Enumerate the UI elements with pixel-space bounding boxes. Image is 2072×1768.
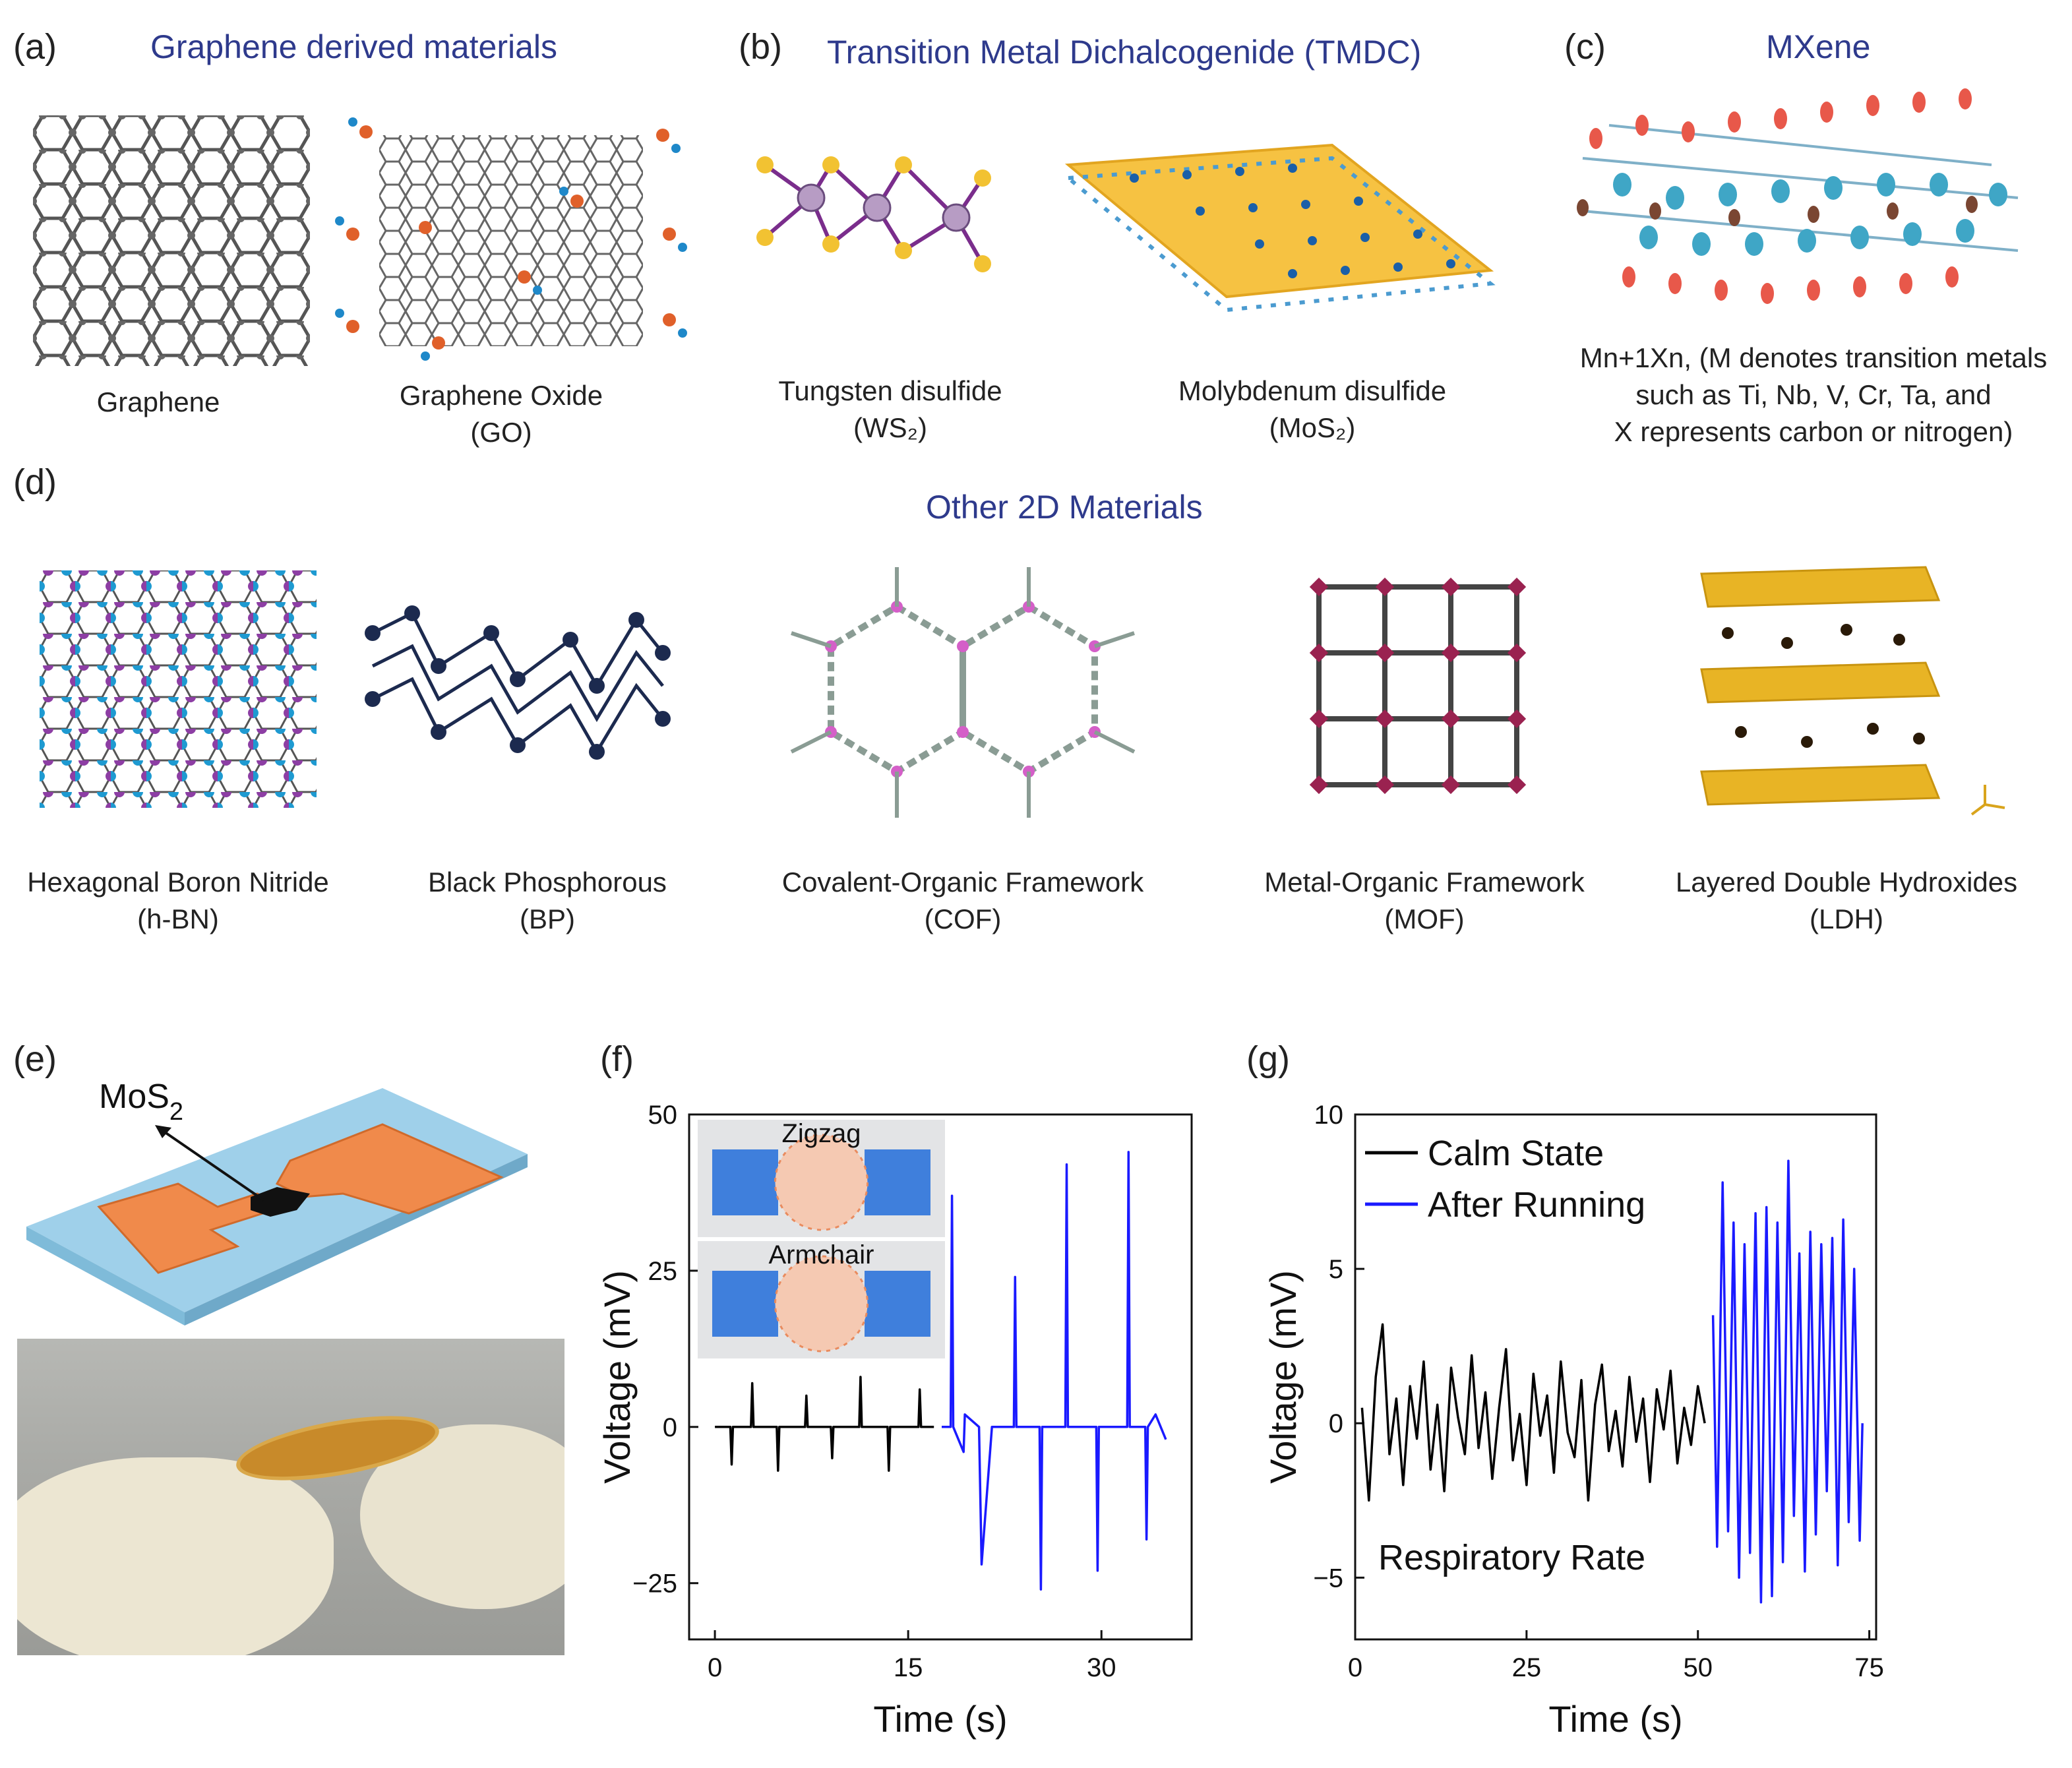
mos2-flake (774, 1134, 868, 1231)
graphene-caption: Graphene (96, 386, 220, 417)
x-axis-label: Time (s) (1548, 1698, 1682, 1740)
cof-caption: Covalent-Organic Framework(COF) (781, 867, 1144, 934)
ws2-structure-illustration (756, 156, 991, 272)
contact-left (712, 1271, 778, 1337)
mos2-device-schematic: MoS2 (26, 1078, 528, 1326)
series-line-0 (1360, 1323, 1706, 1502)
y-tick-label: −25 (632, 1570, 677, 1599)
contact-left (712, 1149, 778, 1215)
armchair-label: Armchair (768, 1240, 874, 1269)
y-axis-label: Voltage (mV) (1262, 1270, 1304, 1484)
mxene-structure-illustration (1577, 88, 2019, 304)
panel-c-letter: (c) (1564, 27, 1606, 67)
hbn-caption: Hexagonal Boron Nitride(h-BN) (27, 867, 329, 934)
graphene-oxide-caption: Graphene Oxide(GO) (399, 380, 603, 448)
y-tick-label: 10 (1314, 1101, 1344, 1130)
contact-right (865, 1149, 930, 1215)
mos2-structure-illustration (1063, 143, 1496, 313)
y-tick-label: 0 (663, 1413, 677, 1442)
graphene-oxide-illustration (335, 117, 687, 361)
y-tick-label: 5 (1329, 1255, 1343, 1284)
zigzag-label: Zigzag (781, 1119, 861, 1148)
panel-d-letter: (d) (13, 462, 57, 502)
x-tick-label: 15 (894, 1653, 923, 1682)
series-line-1 (1711, 1159, 1864, 1604)
panel-a-title: Graphene derived materials (150, 28, 557, 65)
panel-d-title: Other 2D Materials (926, 489, 1203, 526)
contact-right (865, 1271, 930, 1337)
plot-frame (688, 1113, 1193, 1641)
legend-label-0: Calm State (1428, 1134, 1604, 1173)
x-tick-label: 75 (1854, 1653, 1884, 1682)
respiratory-rate-annotation: Respiratory Rate (1378, 1538, 1645, 1577)
panel-g-letter: (g) (1246, 1039, 1290, 1079)
series-line-1 (942, 1151, 1167, 1591)
plot-frame (1354, 1113, 1877, 1641)
series-line-0 (715, 1376, 934, 1472)
panel-e-letter: (e) (13, 1039, 57, 1079)
y-tick-label: 0 (1329, 1409, 1343, 1438)
bp-caption: Black Phosphorous(BP) (428, 867, 667, 934)
y-tick-label: 50 (648, 1101, 678, 1130)
mos2-caption: Molybdenum disulfide(MoS₂) (1178, 375, 1447, 443)
panel-f-letter: (f) (600, 1039, 634, 1079)
legend-label-1: After Running (1428, 1185, 1645, 1225)
y-axis-label: Voltage (mV) (596, 1270, 638, 1484)
graphene-lattice-illustration (33, 115, 310, 366)
mof-structure-illustration (1309, 577, 1527, 795)
panel-c-title: MXene (1766, 28, 1871, 65)
panel-b-title: Transition Metal Dichalcogenide (TMDC) (827, 34, 1422, 71)
hbn-lattice-illustration (40, 570, 317, 808)
panel-a-letter: (a) (13, 27, 57, 67)
ldh-caption: Layered Double Hydroxides(LDH) (1675, 867, 2018, 934)
ldh-structure-illustration (1700, 566, 2005, 816)
cof-structure-illustration (790, 567, 1136, 818)
mof-caption: Metal-Organic Framework(MOF) (1264, 867, 1585, 934)
black-phosphorus-illustration (365, 605, 671, 760)
y-tick-label: 25 (648, 1257, 678, 1286)
mos2-device-label: MoS2 (99, 1078, 183, 1126)
x-tick-label: 0 (1348, 1653, 1362, 1682)
y-tick-label: −5 (1313, 1564, 1343, 1593)
device-photo (17, 1339, 564, 1655)
ws2-caption: Tungsten disulfide(WS₂) (778, 375, 1002, 443)
x-tick-label: 50 (1683, 1653, 1713, 1682)
x-tick-label: 30 (1087, 1653, 1116, 1682)
x-axis-label: Time (s) (873, 1698, 1007, 1740)
x-tick-label: 25 (1512, 1653, 1542, 1682)
mos2-flake (774, 1255, 868, 1353)
panel-b-letter: (b) (739, 27, 782, 67)
x-tick-label: 0 (708, 1653, 722, 1682)
glove-hand-left (17, 1457, 334, 1655)
